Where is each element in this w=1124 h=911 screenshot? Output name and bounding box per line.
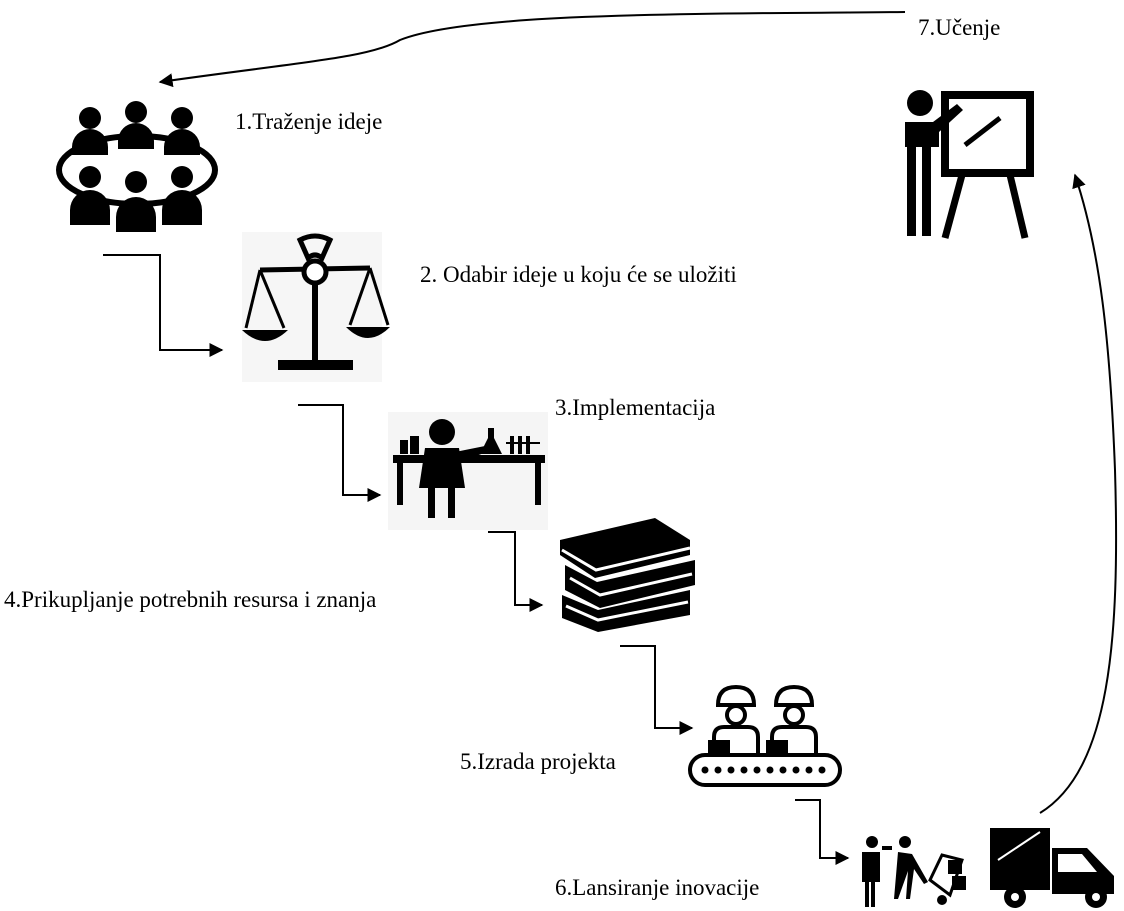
step-6-label: 6.Lansiranje inovacije xyxy=(555,875,760,900)
step-2-label: 2. Odabir ideje u koju će se uložiti xyxy=(420,262,737,287)
connector-6-to-7 xyxy=(1039,173,1118,814)
connector-3-to-4 xyxy=(488,531,544,612)
connector-7-to-1 xyxy=(158,11,906,88)
step-3-label: 3.Implementacija xyxy=(555,395,716,420)
connector-5-to-6 xyxy=(795,799,850,865)
books-stack-icon xyxy=(560,518,695,632)
connector-4-to-5 xyxy=(620,645,694,735)
step-1-label: 1.Traženje ideje xyxy=(235,109,383,134)
connector-1-to-2 xyxy=(103,254,224,357)
meeting-table-icon xyxy=(56,101,218,232)
flow-connectors xyxy=(103,11,1118,865)
step-7-label: 7.Učenje xyxy=(918,15,1001,40)
delivery-truck-icon xyxy=(862,828,1114,908)
balance-scale-icon xyxy=(242,232,390,382)
scientist-lab-icon xyxy=(388,412,548,530)
step-4-label: 4.Prikupljanje potrebnih resursa i znanj… xyxy=(4,587,377,612)
factory-workers-icon xyxy=(688,684,842,787)
connector-2-to-3 xyxy=(298,404,382,502)
teacher-presentation-icon xyxy=(905,90,1034,239)
step-5-label: 5.Izrada projekta xyxy=(460,749,616,774)
